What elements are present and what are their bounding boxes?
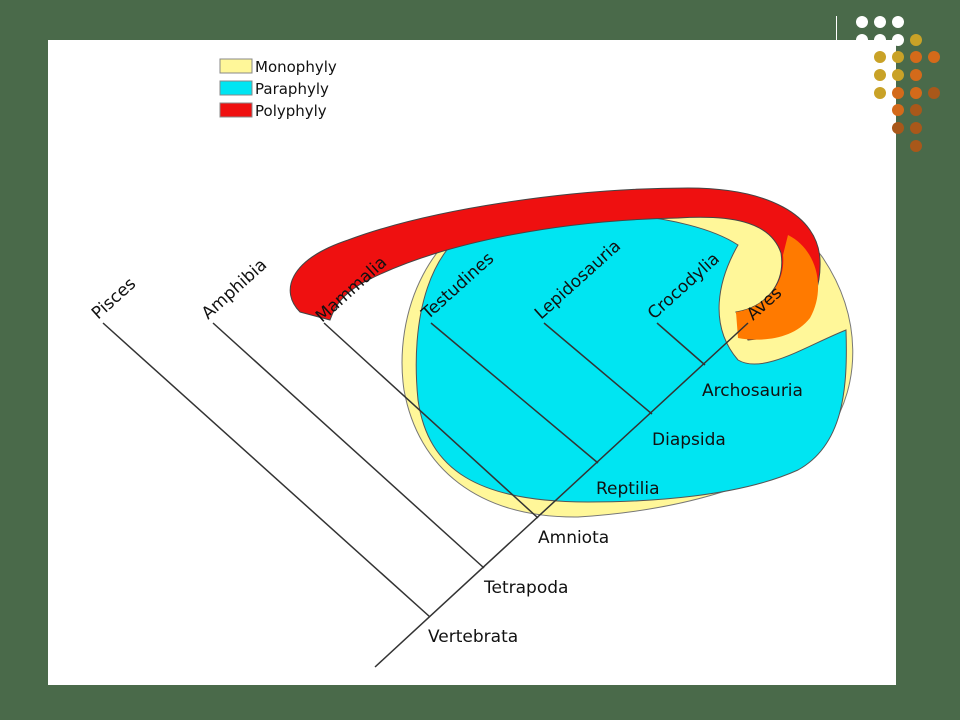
legend-label-monophyly: Monophyly <box>255 58 337 76</box>
branch-testudines <box>430 322 599 464</box>
legend-swatch-monophyly <box>219 58 253 74</box>
paraphyly-region <box>415 212 847 503</box>
legend: Monophyly Paraphyly Polyphyly <box>219 58 337 120</box>
branch-pisces <box>102 322 431 618</box>
phylogenetic-tree <box>102 322 749 668</box>
taxon-label-amphibia: Amphibia <box>198 255 271 324</box>
branch-amphibia <box>212 322 485 569</box>
legend-label-polyphyly: Polyphyly <box>255 102 327 120</box>
branch-crocodylia <box>656 322 706 366</box>
header-divider <box>836 16 837 42</box>
legend-swatch-paraphyly <box>219 80 253 96</box>
dots-row-6 <box>892 104 922 116</box>
node-label-tetrapoda: Tetrapoda <box>483 578 568 598</box>
dots-row-8 <box>910 140 922 152</box>
slide-canvas: Monophyly Paraphyly Polyphyly Pisces Amp… <box>48 40 896 685</box>
phylogeny-diagram: Monophyly Paraphyly Polyphyly Pisces Amp… <box>88 58 854 668</box>
legend-label-paraphyly: Paraphyly <box>255 80 329 98</box>
legend-swatch-polyphyly <box>219 102 253 118</box>
node-label-reptilia: Reptilia <box>596 479 660 499</box>
taxon-label-pisces: Pisces <box>88 274 140 324</box>
node-label-amniota: Amniota <box>538 528 609 548</box>
node-label-vertebrata: Vertebrata <box>428 627 518 647</box>
dots-row-1 <box>856 16 904 28</box>
aves-overlap-region <box>736 235 819 340</box>
dots-row-7 <box>892 122 922 134</box>
branch-mammalia <box>323 322 539 519</box>
branch-lepidosauria <box>543 322 653 415</box>
node-label-archosauria: Archosauria <box>702 381 803 401</box>
node-label-diapsida: Diapsida <box>652 430 726 450</box>
branch-root <box>374 322 749 668</box>
